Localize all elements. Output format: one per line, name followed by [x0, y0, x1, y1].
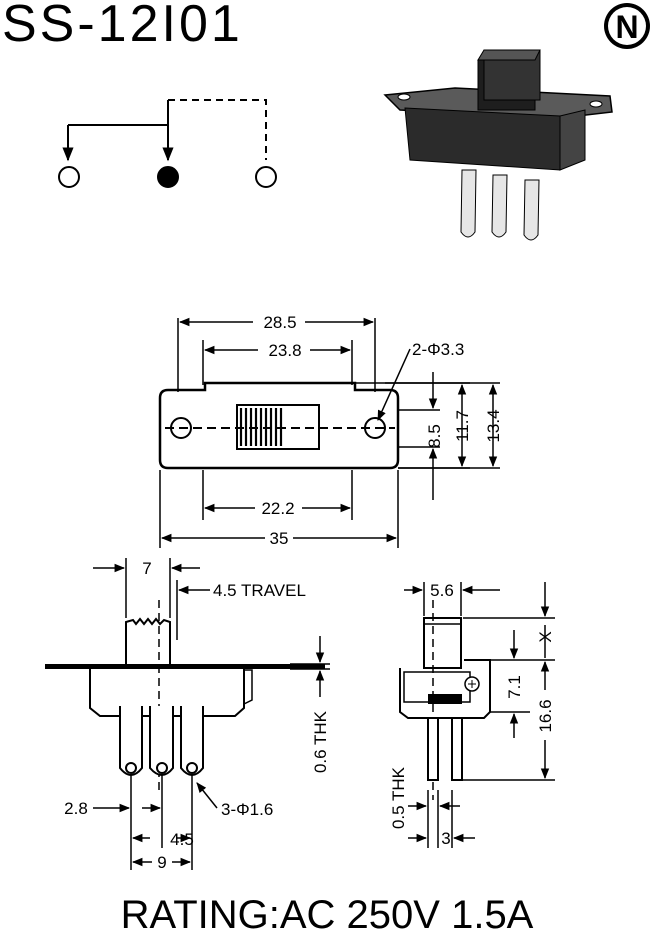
dim-top-width-outer: 28.5 — [263, 313, 296, 332]
logo-letter: N — [615, 9, 638, 45]
dim-height-a: 7.1 — [505, 675, 524, 699]
top-view: 28.5 23.8 2-Φ3.3 22.2 35 8.5 11.7 13.4 — [158, 313, 503, 548]
dim-pin-span: 9 — [157, 853, 166, 872]
dim-lever-height: X — [536, 631, 555, 642]
dim-terminal-thk: 0.5 THK — [389, 766, 408, 829]
front-view: 7 4.5 TRAVEL 0.6 THK 2.8 3-Φ1.6 4.5 9 — [45, 558, 330, 872]
dim-height-outer: 13.4 — [484, 409, 503, 442]
dim-front-width: 7 — [142, 559, 151, 578]
switch-schematic — [58, 99, 277, 188]
dim-terminal-width: 3 — [441, 829, 450, 848]
dim-height-b: 16.6 — [536, 699, 555, 732]
schematic-terminal-common — [157, 166, 179, 188]
dim-pin-offset: 2.8 — [64, 799, 88, 818]
dim-overall-width: 35 — [270, 529, 289, 548]
dim-pin-spec: 3-Φ1.6 — [221, 800, 273, 819]
rating-caption: RATING:AC 250V 1.5A — [120, 893, 534, 937]
manufacturer-logo: N — [604, 3, 650, 49]
dim-pin-pitch: 4.5 — [170, 830, 194, 849]
dim-hole-spec: 2-Φ3.3 — [412, 340, 464, 359]
dim-plate-thk: 0.6 THK — [311, 710, 330, 773]
dim-travel: 4.5 TRAVEL — [213, 581, 306, 600]
dim-height-mid: 11.7 — [453, 410, 472, 442]
schematic-terminal-left — [58, 166, 80, 188]
dim-base-width: 22.2 — [261, 499, 294, 518]
side-view: 5.6 X 7.1 16.6 0.5 THK 3 — [389, 581, 555, 848]
part-number-title: SS-12I01 — [2, 0, 243, 53]
dim-height-inner: 8.5 — [425, 424, 444, 448]
dim-side-width: 5.6 — [430, 581, 454, 600]
dim-top-width-inner: 23.8 — [268, 341, 301, 360]
schematic-terminal-right — [255, 166, 277, 188]
switch-product-illustration — [383, 49, 613, 241]
